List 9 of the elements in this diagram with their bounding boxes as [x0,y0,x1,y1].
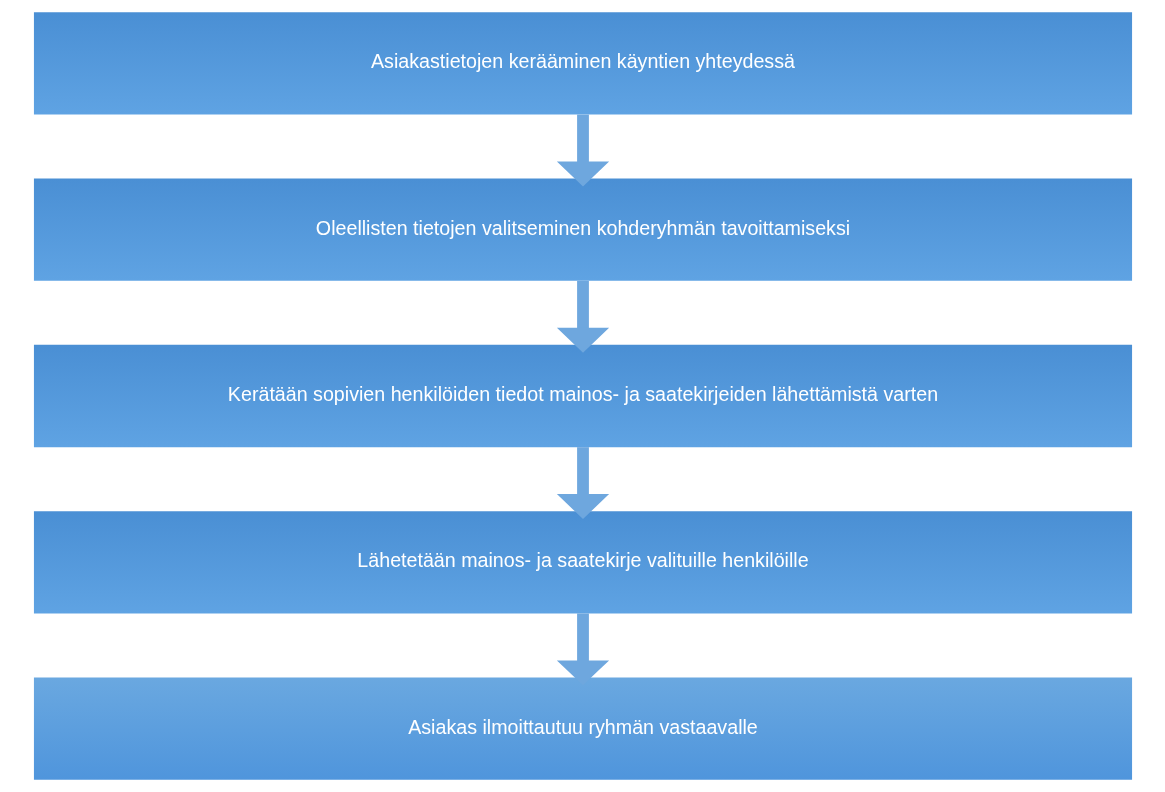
node-box: Kerätään sopivien henkilöiden tiedot mainos- ja saatekirjeiden lähettämistä varten [33,344,1132,448]
node-box: Lähetetään mainos- ja saatekirje valituille henkilöille [33,511,1132,614]
arrow [556,613,609,686]
node-box: Asiakastietojen kerääminen käyntien yhteydessä [33,12,1132,115]
arrow [556,114,609,187]
arrow [556,447,609,519]
node-box: Asiakas ilmoittautuu ryhmän vastaavalle [33,677,1132,780]
node-box: Oleellisten tietojen valitseminen kohderyhmän tavoittamiseksi [33,178,1132,281]
arrow [556,280,609,353]
